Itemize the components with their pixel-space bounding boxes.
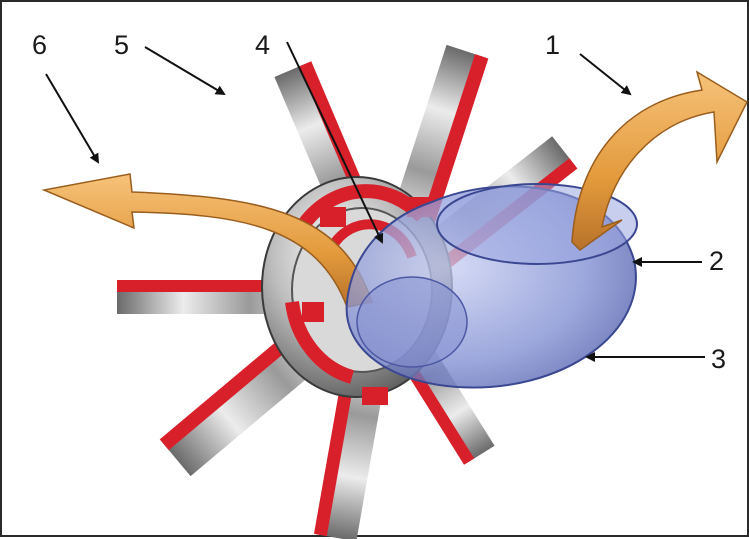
label-1: 1	[545, 30, 560, 60]
label-2: 2	[709, 246, 724, 276]
label-6: 6	[32, 30, 47, 60]
housing-eye	[357, 277, 467, 367]
leader-line-6	[46, 74, 98, 162]
inlet-flow-arrow	[572, 72, 747, 250]
label-4: 4	[255, 30, 270, 60]
leader-line-5	[145, 47, 224, 94]
label-5: 5	[114, 30, 129, 60]
label-3: 3	[711, 344, 726, 374]
leader-line-1	[580, 54, 630, 94]
